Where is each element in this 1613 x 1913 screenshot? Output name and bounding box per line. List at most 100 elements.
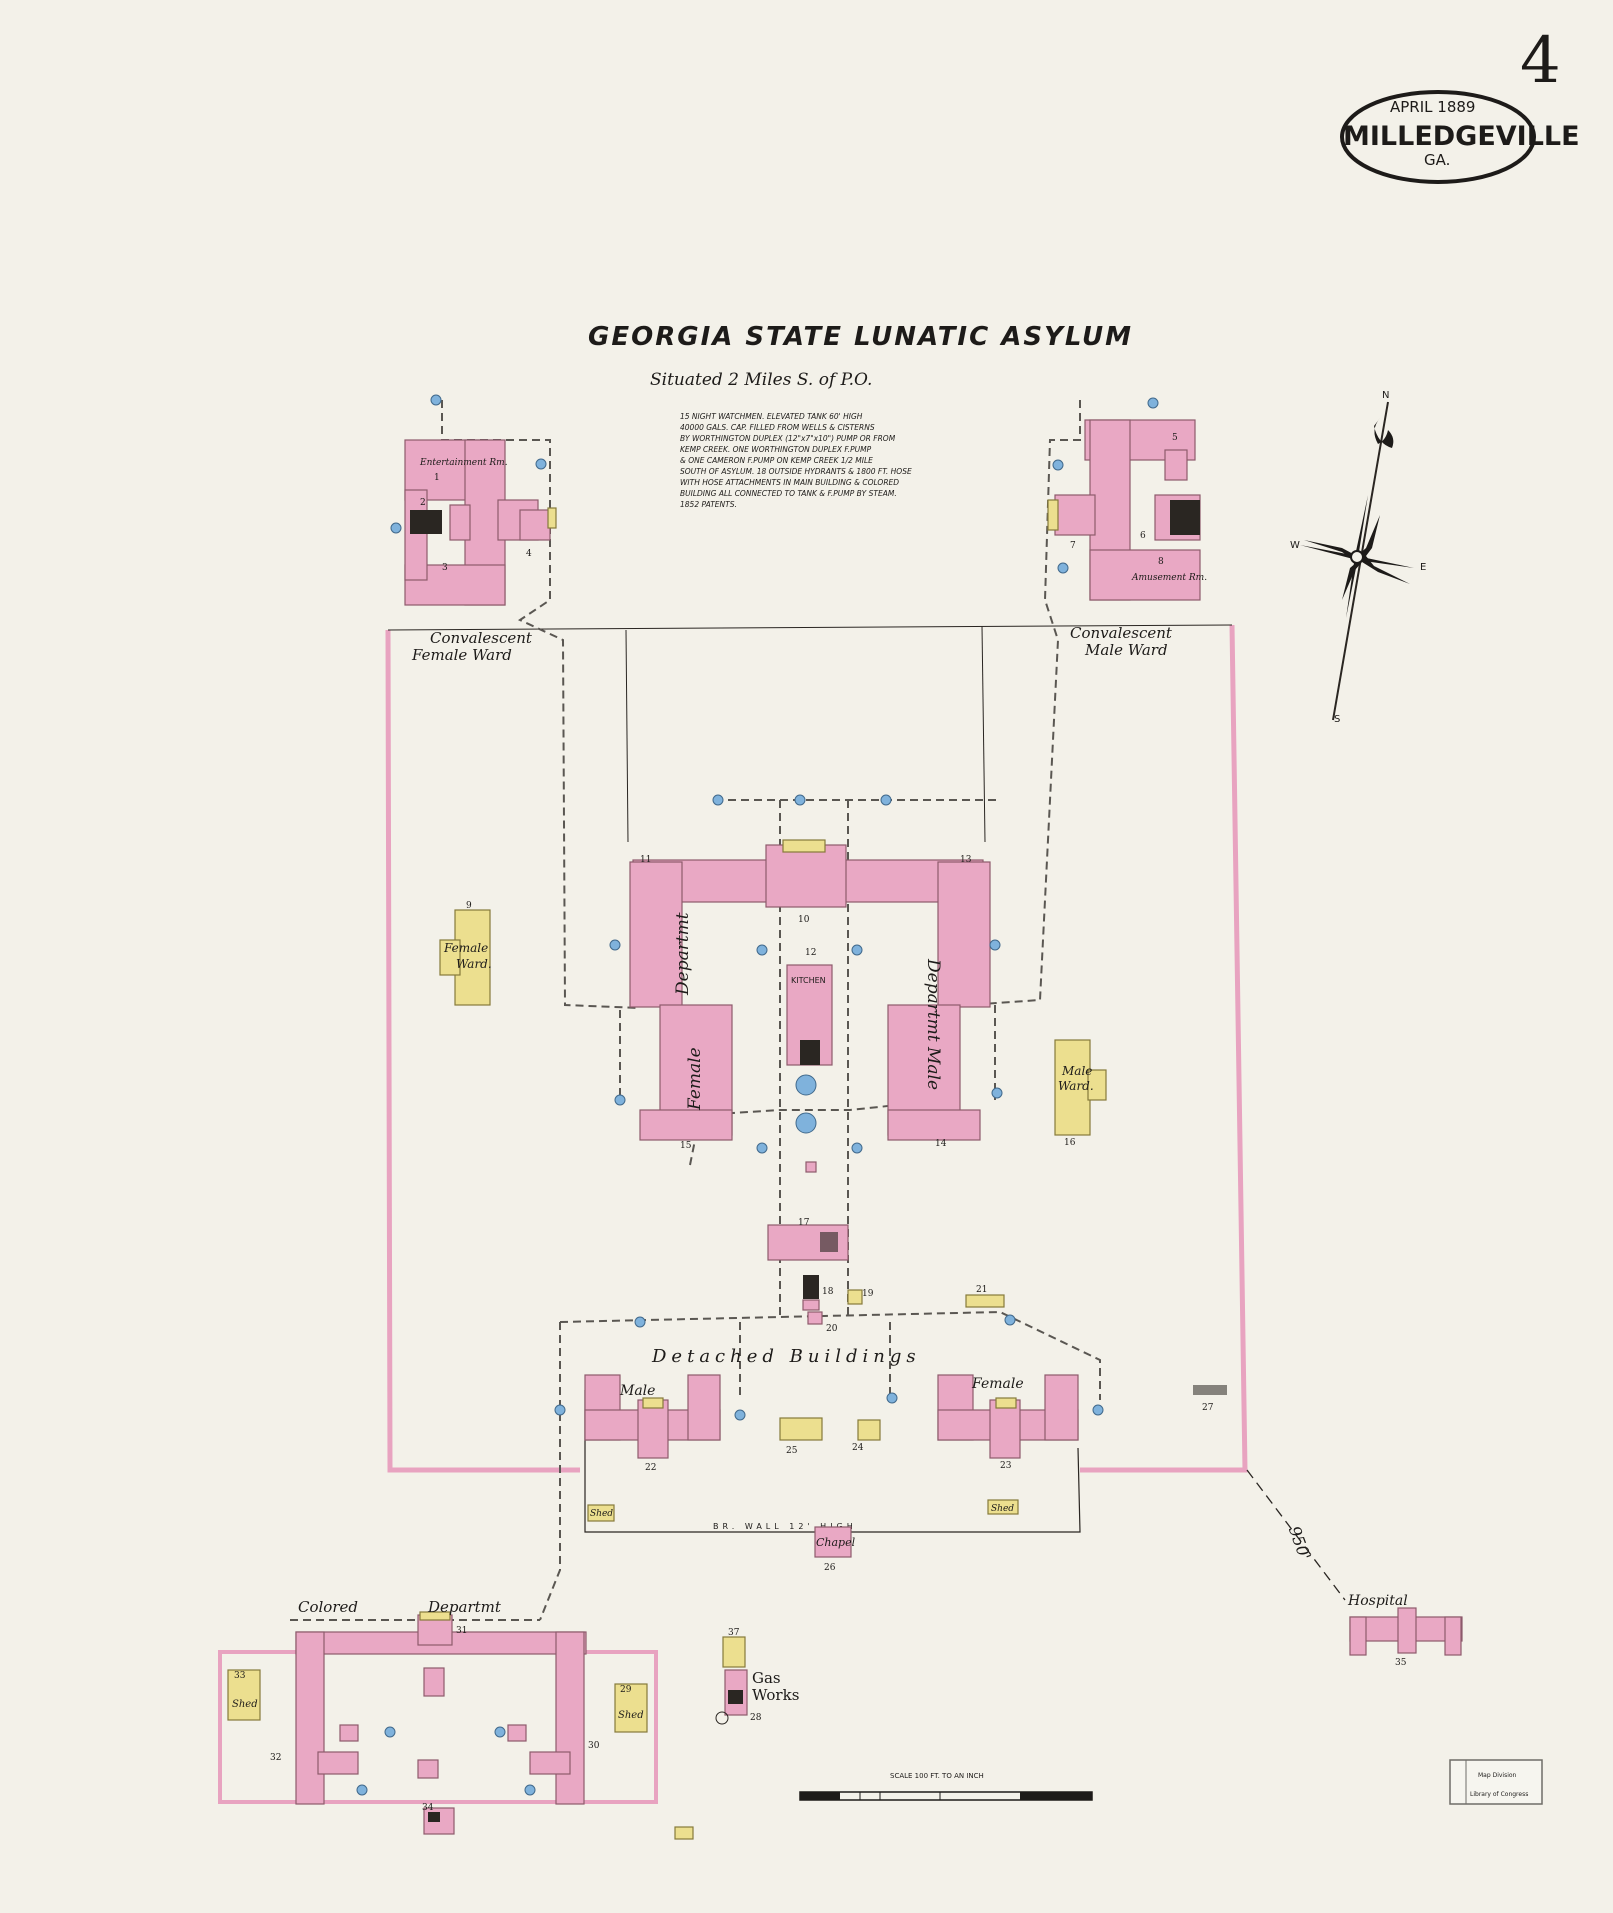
- bldg-num: 8: [1158, 557, 1164, 567]
- bldg-num: 4: [526, 549, 532, 559]
- kitchen-label: KITCHEN: [791, 976, 826, 985]
- entertainment-room-label: Entertainment Rm.: [419, 458, 508, 468]
- bldg-num: 11: [640, 855, 651, 865]
- note-line: BUILDING ALL CONNECTED TO TANK & F.PUMP …: [680, 489, 897, 498]
- note-line: WITH HOSE ATTACHMENTS IN MAIN BUILDING &…: [680, 478, 899, 487]
- shed-label: Shed: [590, 1509, 613, 1519]
- stamp-line: Library of Congress: [1470, 1791, 1528, 1798]
- bldg-num: 28: [750, 1713, 762, 1723]
- bldg-num: 30: [588, 1741, 600, 1751]
- shed-label: Shed: [618, 1710, 644, 1721]
- hydrant-icon: [756, 944, 768, 956]
- chapel-label: Chapel: [816, 1536, 856, 1549]
- hydrant-icon: [1004, 1314, 1016, 1326]
- bldg-num: 26: [824, 1563, 836, 1573]
- female-ward-label: Ward.: [456, 957, 492, 971]
- bldg-num: 12: [805, 948, 816, 958]
- bldg-num: 32: [270, 1753, 281, 1763]
- detached-buildings-label: Detached Buildings: [651, 1346, 921, 1367]
- male-ward-frame: Male Ward. 16: [1054, 1039, 1107, 1148]
- bldg-num: 9: [466, 901, 472, 911]
- hydrants: [356, 394, 1159, 1796]
- scale-bar: SCALE 100 FT. TO AN INCH: [799, 1772, 1093, 1801]
- hydrant-icon: [1147, 397, 1159, 409]
- hydrant-icon: [430, 394, 442, 406]
- bldg-num: 6: [1140, 531, 1146, 541]
- compass-w: W: [1290, 540, 1300, 551]
- bldg-num: 22: [645, 1463, 656, 1473]
- shed-label: Shed: [991, 1504, 1014, 1514]
- colored-label: Colored: [298, 1598, 358, 1616]
- hydrant-icon: [734, 1409, 746, 1421]
- note-line: & ONE CAMERON F.PUMP ON KEMP CREEK 1/2 M…: [680, 456, 873, 465]
- compass-rose-icon: N S E W: [1290, 390, 1426, 725]
- bldg-num: 33: [234, 1671, 246, 1681]
- cartouche-oval: [1340, 90, 1536, 184]
- hydrant-icon: [989, 939, 1001, 951]
- bldg-num: 1: [434, 473, 440, 483]
- male-dept-label: Departmt: [923, 958, 943, 1042]
- distance-label: 950': [1285, 1523, 1315, 1562]
- male-dept-label: Male: [923, 1046, 943, 1090]
- detached-small-buildings: 25 24 Chapel 26 27: [779, 1385, 1227, 1573]
- bldg-num: 2: [420, 498, 426, 508]
- hydrant-icon: [494, 1726, 506, 1738]
- hydrant-icon: [384, 1726, 396, 1738]
- compass-n: N: [1382, 390, 1389, 401]
- male-ward-label: Ward.: [1058, 1079, 1094, 1093]
- amusement-room-label: Amusement Rm.: [1131, 573, 1207, 583]
- state-name: GA.: [1424, 151, 1450, 169]
- hydrant-icon: [1092, 1404, 1104, 1416]
- detached-male-building: Male 22 Shed: [584, 1374, 721, 1522]
- det-male-label: Male: [619, 1383, 655, 1399]
- hydrant-icon: [851, 1142, 863, 1154]
- female-dept-label: Departmt: [673, 912, 693, 996]
- hydrant-icon: [634, 1316, 646, 1328]
- fire-protection-notes: 15 NIGHT WATCHMEN. ELEVATED TANK 60' HIG…: [680, 412, 912, 509]
- bldg-num: 21: [976, 1285, 987, 1295]
- hydrant-icon: [390, 522, 402, 534]
- conv-male-label: Convalescent: [1070, 624, 1173, 642]
- map-title: GEORGIA STATE LUNATIC ASYLUM: [588, 322, 1133, 352]
- bldg-num: 16: [1064, 1138, 1076, 1148]
- scale-label: SCALE 100 FT. TO AN INCH: [890, 1772, 984, 1780]
- bldg-num: 13: [960, 855, 972, 865]
- conv-female-label: Convalescent: [430, 629, 533, 647]
- bldg-num: 5: [1172, 433, 1178, 443]
- hydrant-icon: [614, 1094, 626, 1106]
- hydrant-icon: [554, 1404, 566, 1416]
- female-ward-label: Female: [443, 941, 488, 955]
- conv-female-label: Female Ward: [411, 646, 512, 664]
- hydrant-icon: [609, 939, 621, 951]
- hydrant-icon: [756, 1142, 768, 1154]
- conv-male-label: Male Ward: [1084, 641, 1168, 659]
- compass-e: E: [1420, 562, 1426, 573]
- note-line: BY WORTHINGTON DUPLEX (12"x7"x10") PUMP …: [680, 434, 896, 443]
- bldg-num: 37: [728, 1628, 740, 1638]
- female-ward-frame: 9 Female Ward.: [439, 901, 492, 1006]
- compass-s: S: [1334, 714, 1340, 725]
- grounds-enclosure: BR. WALL 12' HIGH 950': [385, 624, 1346, 1601]
- note-line: 40000 GALS. CAP. FILLED FROM WELLS & CIS…: [680, 423, 875, 432]
- note-line: 1852 PATENTS.: [680, 500, 737, 509]
- det-female-label: Female: [971, 1376, 1024, 1392]
- note-line: KEMP CREEK. ONE WORTHINGTON DUPLEX F.PUM…: [680, 445, 872, 454]
- bldg-num: 31: [456, 1626, 467, 1636]
- hydrant-icon: [794, 794, 806, 806]
- stamp-line: Map Division: [1478, 1772, 1517, 1779]
- hydrant-icon: [356, 1784, 368, 1796]
- sheet-number: 4: [1520, 24, 1561, 98]
- bldg-num: 10: [798, 915, 810, 925]
- convalescent-female-ward: Entertainment Rm. 1 2 3 4 Convalescent F…: [404, 439, 557, 664]
- hydrant-icon: [880, 794, 892, 806]
- bldg-num: 34: [422, 1803, 434, 1813]
- service-buildings: 17 18 19 20 21: [767, 1161, 1005, 1334]
- library-stamp: Map Division Library of Congress: [1449, 1759, 1543, 1805]
- hydrant-icon: [535, 458, 547, 470]
- female-dept-label: Female: [685, 1047, 705, 1111]
- colored-department: Colored Departmt 31 33 Shed 29 Shed 32 3…: [218, 1598, 694, 1840]
- bldg-num: 27: [1202, 1403, 1214, 1413]
- male-ward-label: Male: [1061, 1064, 1092, 1078]
